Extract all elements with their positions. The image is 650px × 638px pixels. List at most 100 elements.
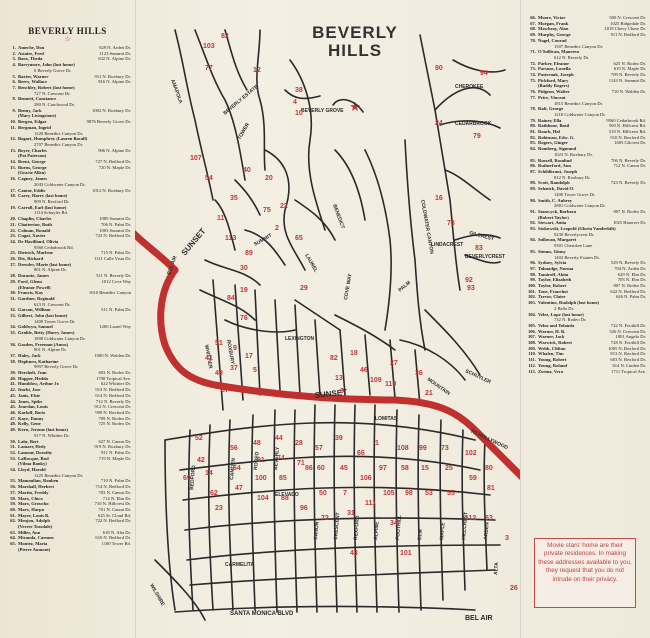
address-entry: 1402 Beverly Estates Dr. xyxy=(522,255,650,261)
entry-name: Benny, Jack xyxy=(18,107,42,113)
street-label-whittier: WHITTIER xyxy=(203,344,213,369)
entry-address: 1012 N. Roxbury Dr. xyxy=(92,187,131,193)
entry-number: 60. xyxy=(10,506,16,512)
location-marker: 100 xyxy=(255,475,267,482)
entry-number: 87. xyxy=(530,168,536,174)
entry-name: Montez, Maria xyxy=(18,541,48,547)
entry-name: Humblow, Arthur Jr. xyxy=(18,381,60,387)
location-marker: 19 xyxy=(240,287,248,294)
entry-address: 912 N. Crescent Dr. xyxy=(94,404,131,410)
entry-address: 913 N. Bedford Dr. xyxy=(95,387,131,393)
street-label-canon: CANON xyxy=(313,521,321,540)
location-marker: 85 xyxy=(279,475,287,482)
entry-address: 1019 Chevy Chase Dr. xyxy=(604,26,646,32)
location-marker: 91 xyxy=(257,457,265,464)
location-marker: 84 xyxy=(227,295,235,302)
location-marker: 81 xyxy=(487,485,495,492)
location-marker: 110 xyxy=(385,381,396,388)
address-entry: 280 N. Carolwood Dr. xyxy=(2,102,135,108)
sunset-boulevard xyxy=(157,266,520,480)
street-label-maple: MAPLE xyxy=(439,522,447,541)
entry-name: Tamiroff, Akim xyxy=(538,271,569,277)
entry-address: 1402 Beverly Estates Dr. xyxy=(554,254,600,260)
entry-address: 1100 Tower Rd. xyxy=(101,541,131,547)
entry-address: 2043 Coldwater Canyon Dr. xyxy=(34,181,86,187)
star-icon: ☆ xyxy=(64,35,71,43)
entry-address: 1111 Calle Vista Dr. xyxy=(94,256,131,262)
address-entry: 2043 Coldwater Canyon Dr. xyxy=(2,182,135,188)
entry-number: 22. xyxy=(10,227,16,233)
entry-name: Dressler, Marie (last home) xyxy=(18,261,72,267)
entry-number: 71. xyxy=(530,49,536,55)
entry-name: Tone, Franchot xyxy=(538,288,568,294)
entry-address: 280 N. Carolwood Dr. xyxy=(34,102,75,108)
entry-number: 61. xyxy=(10,512,16,518)
entry-address: 714 N. Elm Dr. xyxy=(102,495,131,501)
address-entry: 6 Beverly Grove Dr. xyxy=(2,68,135,74)
entry-name: Cagney, James xyxy=(18,176,48,182)
entry-name: Colman, Ronald xyxy=(18,227,51,233)
entry-number: 64. xyxy=(10,535,16,541)
entry-address: 1123 Summit Dr. xyxy=(99,50,131,56)
address-entry: 36.Gosden, Freeman (Amos) xyxy=(2,342,135,348)
entry-number: 31. xyxy=(10,295,16,301)
fold-line xyxy=(520,0,521,638)
entry-number: 21. xyxy=(10,221,16,227)
location-marker: 10 xyxy=(295,110,303,117)
entry-address: 603 N. Rexford Dr. xyxy=(610,357,646,363)
entry-name: Marx, Harpo xyxy=(18,506,45,512)
location-marker: 102 xyxy=(465,450,477,457)
location-marker: 5 xyxy=(253,367,257,374)
entry-address: 727 N. Bedford Dr. xyxy=(95,159,131,165)
entry-name: Miller, Ann xyxy=(18,529,41,535)
entry-name: Smith, C. Aubrey xyxy=(538,197,573,203)
address-entry: 61.Mayer, Louis B.625 St. Cloud Rd. xyxy=(2,513,135,519)
entry-number: 17. xyxy=(10,187,16,193)
entry-name: Kelly, Gene xyxy=(18,421,41,427)
location-marker: 76 xyxy=(240,315,248,322)
entry-name: Scott, Randolph xyxy=(538,180,570,186)
entry-number: 90. xyxy=(530,197,536,203)
entry-address: 727 N. Crescent Dr. xyxy=(34,90,71,96)
address-entry: 801 N. Alpine Dr. xyxy=(2,267,135,273)
entry-address: 1225 Benedict Canyon Dr. xyxy=(34,472,83,478)
location-marker: 103 xyxy=(203,43,215,50)
location-marker: 72 xyxy=(321,515,329,522)
address-entry: 2 Bella Dr. xyxy=(522,306,650,312)
entry-name: Webb, Clifton xyxy=(538,345,566,351)
address-entry: 2707 Benedict Canyon Dr. xyxy=(2,142,135,148)
entry-number: 50. xyxy=(10,438,16,444)
location-marker: 14 xyxy=(205,470,213,477)
entry-number: 5. xyxy=(12,73,16,79)
entry-number: 80. xyxy=(530,123,536,129)
entry-name: Stokowski, Leopold (Gloria Vanderbilt) xyxy=(538,226,616,232)
location-marker: 54 xyxy=(205,175,213,182)
entry-name: Moore, Victor xyxy=(538,15,566,20)
entry-name: LaRocque, Rod xyxy=(18,455,49,461)
entry-address: 9997 Beverly Grove Dr. xyxy=(34,364,79,370)
entry-address: 6 Beverly Grove Dr. xyxy=(34,67,72,73)
entry-name: Ameche, Don xyxy=(18,45,45,50)
location-marker: 90 xyxy=(435,65,443,72)
entry-address: 511 N. Palm Dr. xyxy=(101,307,131,313)
entry-address: 2707 Benedict Canyon Dr. xyxy=(34,141,83,147)
entry-number: 16. xyxy=(10,176,16,182)
location-marker: 41 xyxy=(205,355,213,362)
entry-number: 97. xyxy=(530,265,536,271)
